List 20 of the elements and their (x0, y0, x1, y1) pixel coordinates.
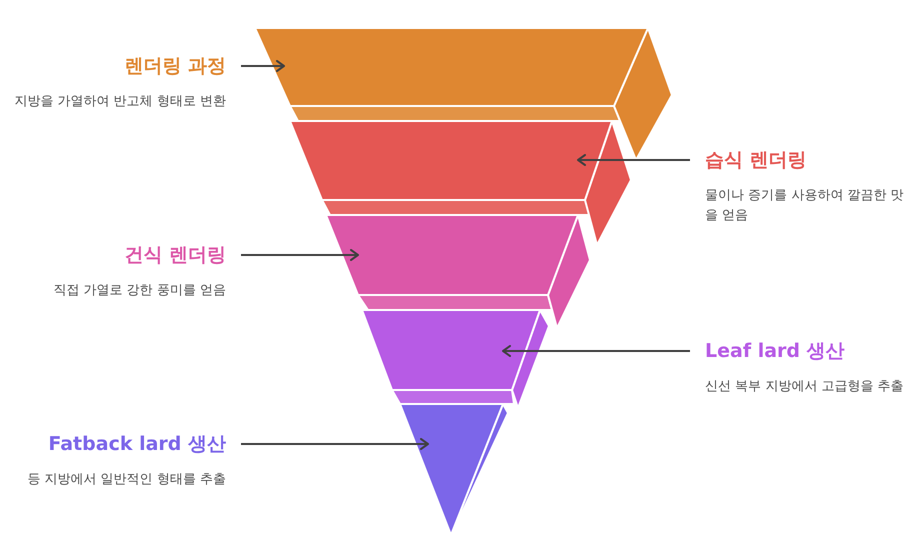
step-heading: 건식 렌더링 (123, 243, 226, 267)
arrow (241, 438, 429, 450)
funnel-layer (362, 310, 549, 408)
step-description: 지방을 가열하여 반고체 형태로 변환 (13, 93, 226, 111)
step-heading: 습식 렌더링 (705, 148, 808, 172)
funnel-layer (290, 121, 631, 245)
arrow (241, 60, 285, 72)
arrow (502, 345, 690, 357)
step-description: 물이나 증기를 사용하여 깔끔한 맛을 얻음 (705, 187, 905, 225)
funnel-layer (255, 28, 672, 160)
step-heading: Leaf lard 생산 (705, 339, 846, 363)
step-heading: 렌더링 과정 (123, 54, 226, 78)
arrow (241, 249, 359, 261)
funnel-layer (326, 215, 590, 328)
step-description: 등 지방에서 일반적인 형태를 추출 (26, 471, 226, 489)
funnel-tip (400, 404, 508, 535)
arrow (577, 154, 690, 166)
step-description: 직접 가열로 강한 풍미를 얻음 (52, 282, 226, 300)
step-description: 신선 복부 지방에서 고급형을 추출 (705, 378, 905, 396)
step-heading: Fatback lard 생산 (47, 432, 226, 456)
